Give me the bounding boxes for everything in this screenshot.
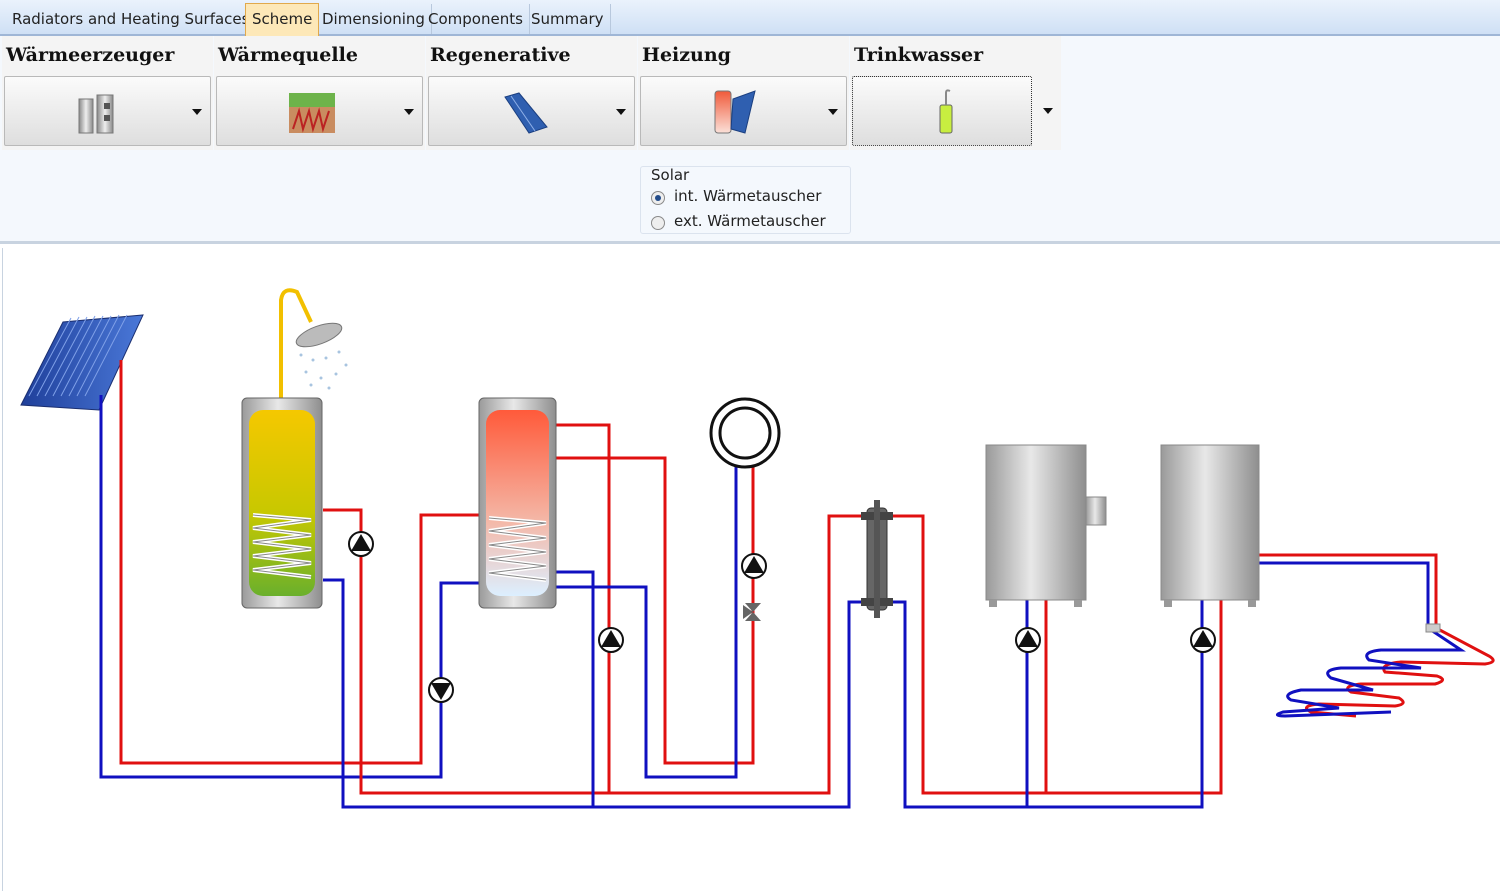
radio-label: int. Wärmetauscher — [674, 187, 822, 205]
radio-label: ext. Wärmetauscher — [674, 212, 826, 230]
group-trinkwasser: Trinkwasser — [850, 36, 1061, 150]
storage-collector-icon — [714, 90, 756, 134]
ribbon: Wärmeerzeuger Wärmequelle Regenerative — [0, 36, 1500, 244]
regenerative-dropdown[interactable] — [428, 76, 635, 146]
boiler-2[interactable] — [1160, 444, 1260, 607]
pump-6[interactable] — [1190, 627, 1216, 653]
boiler-1[interactable] — [985, 444, 1107, 607]
chevron-down-icon[interactable] — [616, 109, 626, 115]
group-heizung: Heizung — [638, 36, 849, 150]
group-title: Regenerative — [430, 44, 571, 66]
heating-circuit-ring[interactable] — [709, 397, 781, 469]
mixing-valve[interactable] — [743, 603, 761, 621]
chevron-down-icon[interactable] — [192, 109, 202, 115]
heating-scheme-diagram — [20, 288, 1495, 809]
group-title: Wärmequelle — [218, 44, 358, 66]
waermequelle-dropdown[interactable] — [216, 76, 423, 146]
group-title: Wärmeerzeuger — [6, 44, 175, 66]
solar-label: Solar — [651, 166, 690, 184]
scheme-canvas[interactable] — [2, 248, 1499, 891]
radio-int-waermetauscher[interactable] — [651, 191, 665, 205]
chevron-down-icon[interactable] — [1043, 108, 1053, 114]
group-waermequelle: Wärmequelle — [214, 36, 425, 150]
solar-collector-icon — [504, 92, 548, 134]
group-regenerative: Regenerative — [426, 36, 637, 150]
dhw-storage-tank[interactable] — [241, 397, 323, 609]
water-heater-icon — [939, 89, 953, 134]
pump-4[interactable] — [741, 553, 767, 579]
shower-head — [279, 288, 348, 398]
waermeerzeuger-dropdown[interactable] — [4, 76, 211, 146]
group-title: Heizung — [642, 44, 731, 66]
floor-heating-coil[interactable] — [1276, 623, 1495, 718]
pump-1[interactable] — [348, 531, 374, 557]
pump-2[interactable] — [428, 677, 454, 703]
pump-5[interactable] — [1015, 627, 1041, 653]
pipe-network — [99, 360, 1438, 809]
pumps — [348, 531, 1216, 703]
tab-radiators[interactable]: Radiators and Heating Surfaces — [6, 4, 257, 34]
group-title: Trinkwasser — [854, 44, 984, 66]
tab-bar: Radiators and Heating Surfaces Scheme Di… — [0, 0, 1500, 36]
solar-option-group: Solar int. Wärmetauscher ext. Wärmetausc… — [640, 166, 851, 234]
pump-3[interactable] — [598, 627, 624, 653]
tab-components[interactable]: Components — [422, 4, 530, 34]
boiler-icon — [78, 94, 114, 134]
hydraulic-separator[interactable] — [861, 500, 893, 618]
chevron-down-icon[interactable] — [828, 109, 838, 115]
tab-dimensioning[interactable]: Dimensioning — [316, 4, 432, 34]
ground-heat-icon — [289, 93, 335, 133]
chevron-down-icon[interactable] — [404, 109, 414, 115]
tab-summary[interactable]: Summary — [525, 4, 611, 34]
trinkwasser-dropdown[interactable] — [852, 76, 1032, 146]
radio-ext-waermetauscher[interactable] — [651, 216, 665, 230]
solar-collector[interactable] — [20, 314, 144, 411]
group-waermeerzeuger: Wärmeerzeuger — [2, 36, 213, 150]
heizung-dropdown[interactable] — [640, 76, 847, 146]
tab-scheme[interactable]: Scheme — [245, 3, 320, 36]
buffer-storage-tank[interactable] — [478, 397, 557, 609]
